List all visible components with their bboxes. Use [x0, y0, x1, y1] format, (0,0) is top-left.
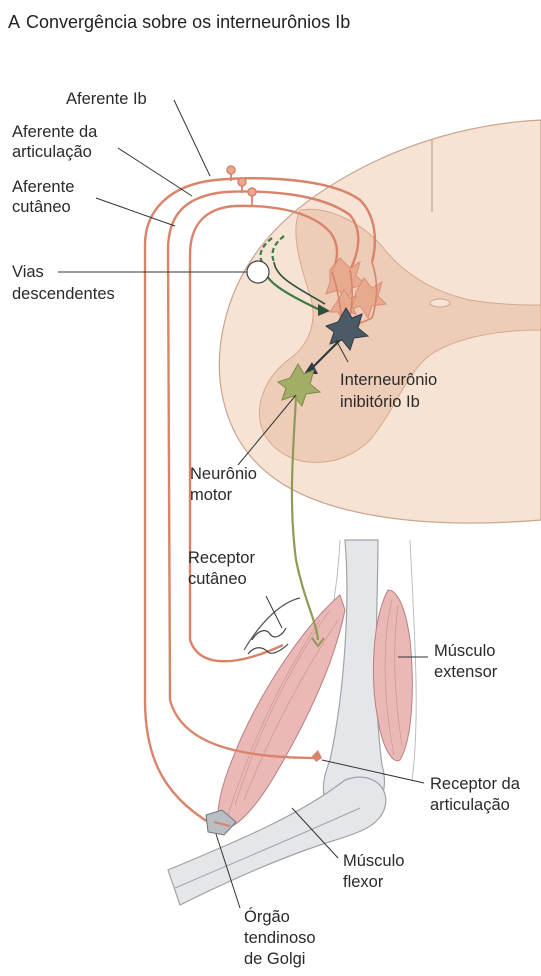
- label-golgi-organ-l2: tendinoso: [244, 929, 316, 947]
- label-joint-afferent-l1: Aferente da: [12, 123, 98, 141]
- label-motor-neuron: Neurônio motor: [190, 465, 262, 504]
- label-joint-afferent-l2: articulação: [12, 143, 92, 161]
- label-inhibitory-interneuron-l2: inibitório Ib: [340, 393, 420, 411]
- label-descending-l1: Vias: [12, 263, 44, 281]
- label-skin-receptor: Receptor cutâneo: [188, 549, 260, 588]
- label-skin-receptor-l2: cutâneo: [188, 570, 247, 588]
- label-descending-l2: descendentes: [12, 285, 115, 303]
- label-joint-receptor-l2: articulação: [430, 796, 510, 814]
- label-joint-receptor: Receptor da articulação: [430, 775, 524, 814]
- ib-ganglion-cell: [227, 166, 235, 174]
- label-descending: Vias descendentes: [12, 263, 115, 303]
- label-flexor-muscle-l2: flexor: [343, 873, 384, 891]
- label-skin-afferent-l1: Aferente: [12, 178, 74, 196]
- label-afferent-ib: Aferente Ib: [66, 90, 147, 108]
- label-joint-afferent: Aferente da articulação: [12, 123, 102, 161]
- central-canal: [430, 299, 450, 307]
- label-skin-receptor-l1: Receptor: [188, 549, 255, 567]
- skin-ganglion-cell: [248, 188, 256, 196]
- label-golgi-organ-l3: de Golgi: [244, 950, 305, 968]
- descending-tract-bundle: [247, 261, 269, 283]
- joint-ganglion-cell: [238, 178, 246, 186]
- ganglion-cells: [227, 166, 256, 206]
- label-extensor-muscle-l2: extensor: [434, 663, 498, 681]
- label-extensor-muscle-l1: Músculo: [434, 642, 495, 660]
- label-flexor-muscle-l1: Músculo: [343, 852, 404, 870]
- skin-surface: [244, 598, 300, 650]
- label-skin-afferent: Aferente cutâneo: [12, 178, 79, 216]
- joint-receptor-ending: [312, 750, 322, 762]
- skin-receptor-coil: [248, 628, 288, 654]
- label-golgi-organ: Órgão tendinoso de Golgi: [244, 907, 320, 968]
- label-golgi-organ-l1: Órgão: [244, 907, 290, 926]
- label-joint-receptor-l1: Receptor da: [430, 775, 521, 793]
- label-flexor-muscle: Músculo flexor: [343, 852, 409, 891]
- label-skin-afferent-l2: cutâneo: [12, 198, 71, 216]
- label-extensor-muscle: Músculo extensor: [434, 642, 500, 681]
- label-motor-neuron-l2: motor: [190, 486, 233, 504]
- label-motor-neuron-l1: Neurônio: [190, 465, 257, 483]
- forearm-bone-line: [175, 808, 360, 888]
- spinal-cord: [219, 120, 541, 523]
- label-inhibitory-interneuron-l1: Interneurônio: [340, 371, 437, 389]
